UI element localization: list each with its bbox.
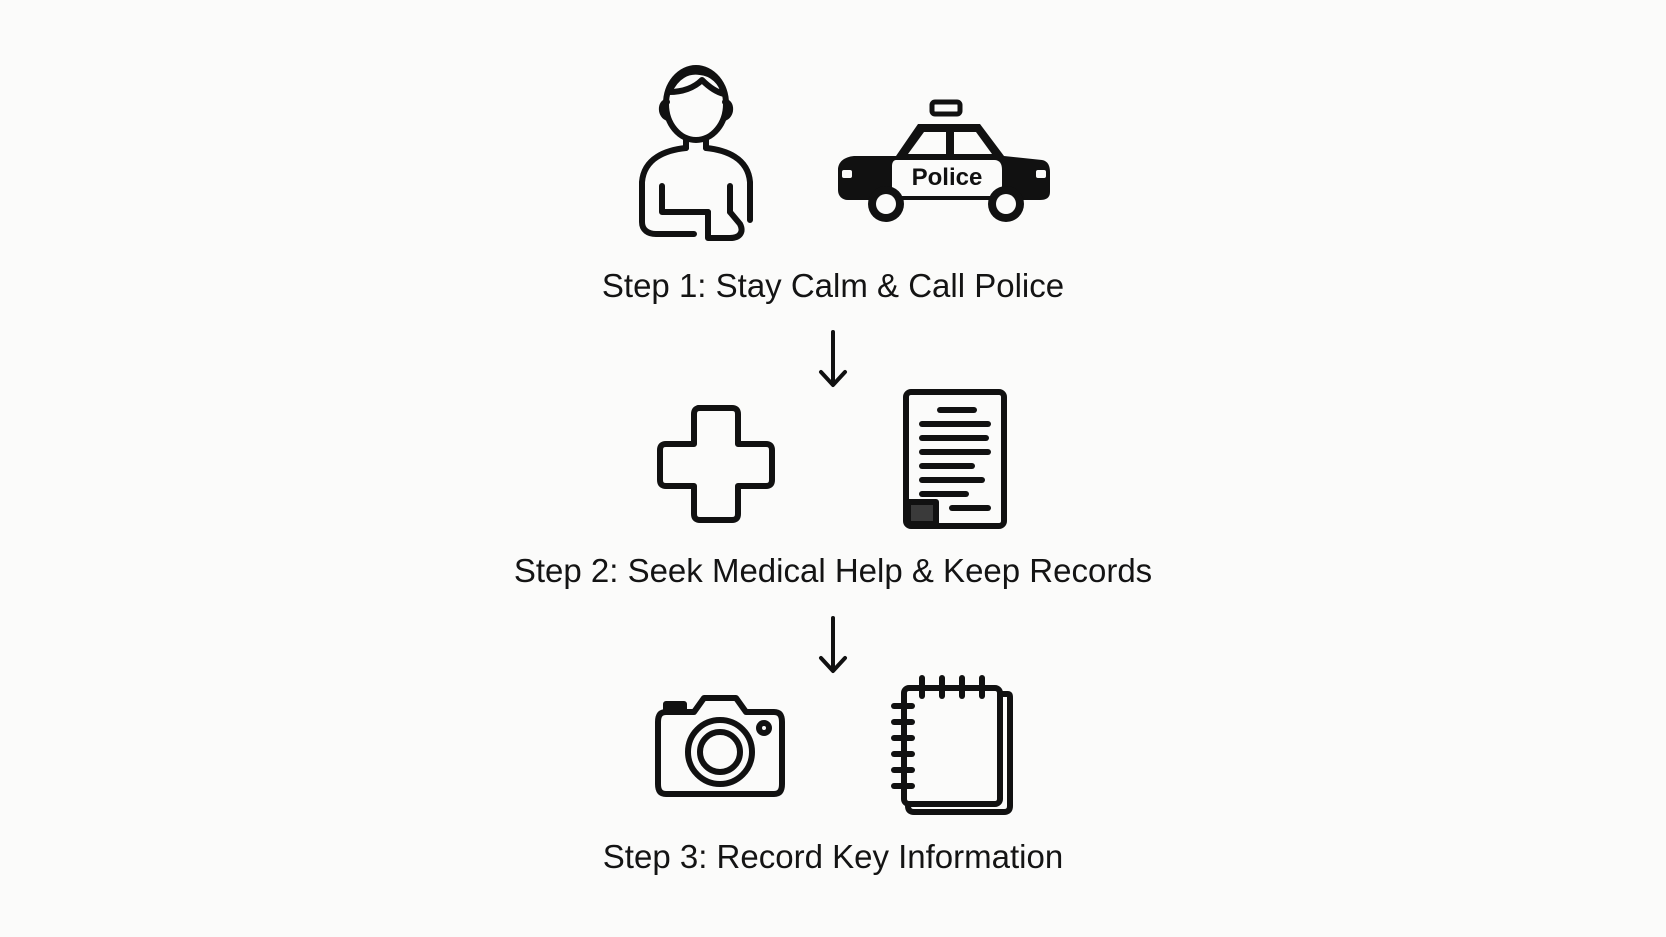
arrow-down-icon bbox=[813, 614, 853, 676]
camera-icon bbox=[654, 694, 786, 798]
notebook-icon bbox=[891, 675, 1014, 816]
person-icon bbox=[636, 62, 762, 244]
step-3-label: Step 3: Record Key Information bbox=[602, 838, 1064, 875]
medical-cross-icon bbox=[654, 402, 778, 526]
step-1-label: Step 1: Stay Calm & Call Police bbox=[601, 267, 1065, 304]
police-car-text: Police bbox=[911, 164, 983, 191]
step-2-label: Step 2: Seek Medical Help & Keep Records bbox=[513, 552, 1153, 589]
document-icon bbox=[902, 388, 1008, 530]
police-car-icon: Police bbox=[834, 99, 1056, 228]
arrow-down-icon bbox=[813, 328, 853, 390]
